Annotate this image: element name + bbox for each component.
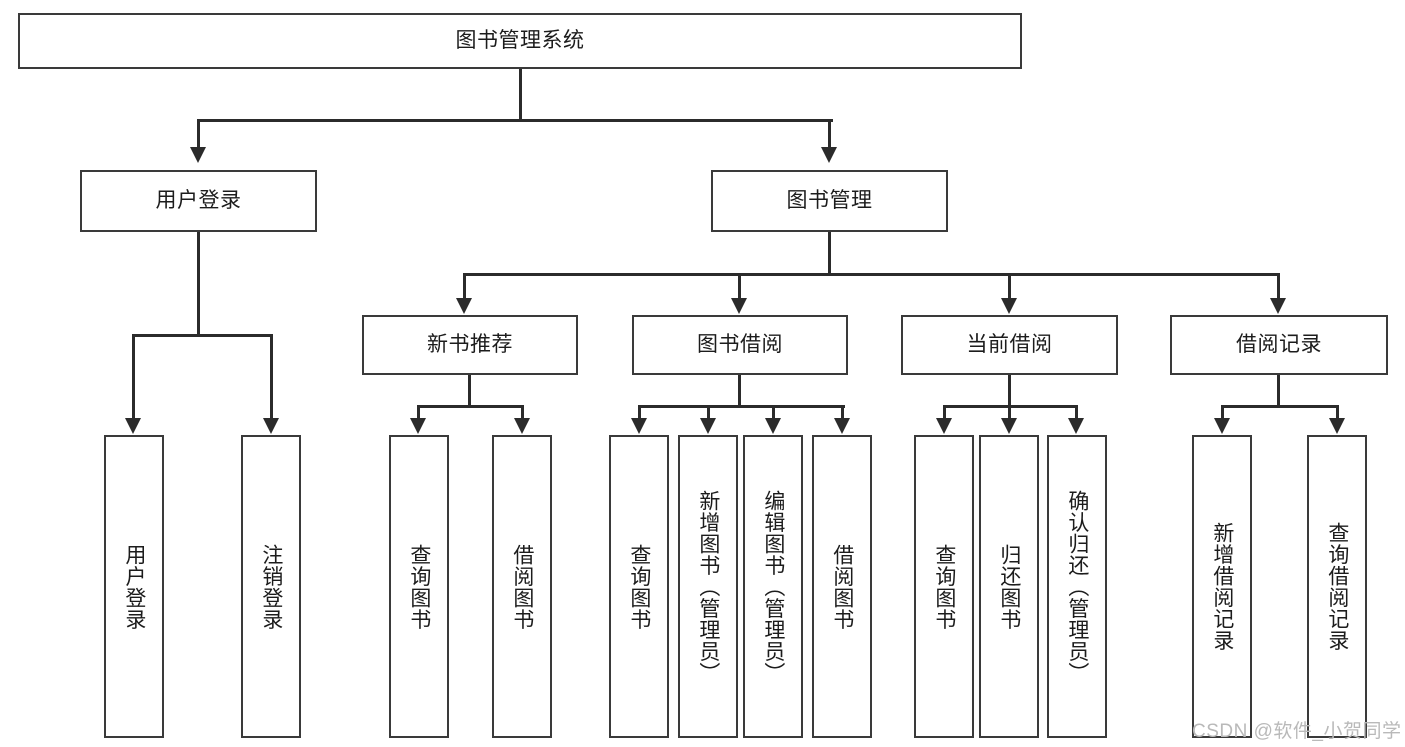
arrow-cb-to-leaf-3 [1068, 418, 1084, 434]
leaf-edit-book-admin[interactable]: 编辑图书（管理员） [743, 435, 803, 738]
leaf-confirm-return-admin[interactable]: 确认归还（管理员） [1047, 435, 1107, 738]
arrow-bb-to-leaf-4 [834, 418, 850, 434]
arrow-cb-to-leaf-2 [1001, 418, 1017, 434]
leaf-borrow-book[interactable]: 借阅图书 [812, 435, 872, 738]
node-label: 图书管理系统 [455, 29, 585, 53]
node-label: 借阅图书 [510, 543, 534, 630]
arrow-root-to-book-management [821, 147, 837, 163]
leaf-query-borrow-record[interactable]: 查询借阅记录 [1307, 435, 1367, 738]
edge-bb-to-leaf-3 [772, 405, 775, 421]
edge-cb-to-leaf-3 [1075, 405, 1078, 421]
edge-root-stem [519, 69, 522, 119]
edge-root-bus [198, 119, 833, 122]
arrow-nb-to-leaf-2 [514, 418, 530, 434]
node-label: 当前借阅 [966, 333, 1053, 357]
edge-cb-to-leaf-2 [1008, 405, 1011, 421]
node-user-login[interactable]: 用户登录 [80, 170, 317, 232]
arrow-cb-to-leaf-1 [936, 418, 952, 434]
node-label: 图书管理 [786, 189, 873, 213]
edge-bm-to-book-borrow [738, 273, 741, 301]
arrow-bm-to-book-borrow [731, 298, 747, 314]
node-label: 编辑图书（管理员） [761, 489, 785, 684]
edge-nb-to-leaf-2 [521, 405, 524, 421]
edge-borrow-record-stem [1277, 375, 1280, 406]
edge-borrow-record-bus [1222, 405, 1339, 408]
edge-bm-to-borrow-record [1277, 273, 1280, 301]
edge-book-management-stem [828, 232, 831, 274]
node-label: 新书推荐 [427, 333, 513, 357]
node-label: 用户登录 [122, 543, 146, 630]
edge-root-to-user-login [197, 119, 200, 149]
leaf-add-book-admin[interactable]: 新增图书（管理员） [678, 435, 738, 738]
edge-user-login-to-leaf-1 [132, 334, 135, 421]
edge-root-to-book-management [828, 119, 831, 149]
edge-book-management-bus [464, 273, 1280, 276]
node-label: 确认归还（管理员） [1065, 489, 1089, 684]
node-root-book-management-system[interactable]: 图书管理系统 [18, 13, 1022, 69]
edge-current-borrow-bus [944, 405, 1078, 408]
node-label: 用户登录 [155, 189, 242, 213]
node-label: 借阅记录 [1236, 333, 1322, 357]
edge-user-login-bus [133, 334, 273, 337]
edge-bb-to-leaf-1 [638, 405, 641, 421]
arrow-bm-to-new-book [456, 298, 472, 314]
edge-br-to-leaf-1 [1221, 405, 1224, 421]
leaf-query-book-borrow[interactable]: 查询图书 [609, 435, 669, 738]
node-borrow-record[interactable]: 借阅记录 [1170, 315, 1388, 375]
edge-bb-to-leaf-4 [841, 405, 844, 421]
edge-user-login-to-leaf-2 [270, 334, 273, 421]
edge-nb-to-leaf-1 [417, 405, 420, 421]
leaf-add-borrow-record[interactable]: 新增借阅记录 [1192, 435, 1252, 738]
edge-book-borrow-stem [738, 375, 741, 406]
leaf-borrow-book-new-recommend[interactable]: 借阅图书 [492, 435, 552, 738]
arrow-bb-to-leaf-2 [700, 418, 716, 434]
node-label: 归还图书 [997, 543, 1021, 630]
edge-current-borrow-stem [1008, 375, 1011, 406]
edge-new-book-stem [468, 375, 471, 406]
node-book-borrow[interactable]: 图书借阅 [632, 315, 848, 375]
edge-bm-to-new-book [463, 273, 466, 301]
node-new-book-recommend[interactable]: 新书推荐 [362, 315, 578, 375]
leaf-user-login[interactable]: 用户登录 [104, 435, 164, 738]
arrow-user-login-to-leaf-2 [263, 418, 279, 434]
leaf-query-book-current[interactable]: 查询图书 [914, 435, 974, 738]
node-label: 查询图书 [932, 543, 956, 630]
leaf-return-book[interactable]: 归还图书 [979, 435, 1039, 738]
arrow-bm-to-current-borrow [1001, 298, 1017, 314]
node-label: 查询图书 [407, 543, 431, 630]
arrow-bb-to-leaf-1 [631, 418, 647, 434]
arrow-root-to-user-login [190, 147, 206, 163]
edge-cb-to-leaf-1 [943, 405, 946, 421]
arrow-br-to-leaf-1 [1214, 418, 1230, 434]
arrow-nb-to-leaf-1 [410, 418, 426, 434]
leaf-query-book-new-recommend[interactable]: 查询图书 [389, 435, 449, 738]
arrow-bm-to-borrow-record [1270, 298, 1286, 314]
node-label: 图书借阅 [697, 333, 783, 357]
edge-book-borrow-bus [639, 405, 845, 408]
node-label: 注销登录 [259, 543, 283, 630]
node-label: 新增借阅记录 [1210, 522, 1234, 651]
node-label: 新增图书（管理员） [696, 489, 720, 684]
node-label: 借阅图书 [830, 543, 854, 630]
edge-bb-to-leaf-2 [707, 405, 710, 421]
arrow-user-login-to-leaf-1 [125, 418, 141, 434]
leaf-logout[interactable]: 注销登录 [241, 435, 301, 738]
edge-user-login-stem [197, 232, 200, 335]
node-label: 查询借阅记录 [1325, 522, 1349, 651]
node-book-management[interactable]: 图书管理 [711, 170, 948, 232]
edge-new-book-bus [418, 405, 524, 408]
arrow-bb-to-leaf-3 [765, 418, 781, 434]
node-current-borrow[interactable]: 当前借阅 [901, 315, 1118, 375]
arrow-br-to-leaf-2 [1329, 418, 1345, 434]
edge-bm-to-current-borrow [1008, 273, 1011, 301]
node-label: 查询图书 [627, 543, 651, 630]
edge-br-to-leaf-2 [1336, 405, 1339, 421]
csdn-watermark: CSDN @软件_小贺同学 [1192, 721, 1402, 742]
